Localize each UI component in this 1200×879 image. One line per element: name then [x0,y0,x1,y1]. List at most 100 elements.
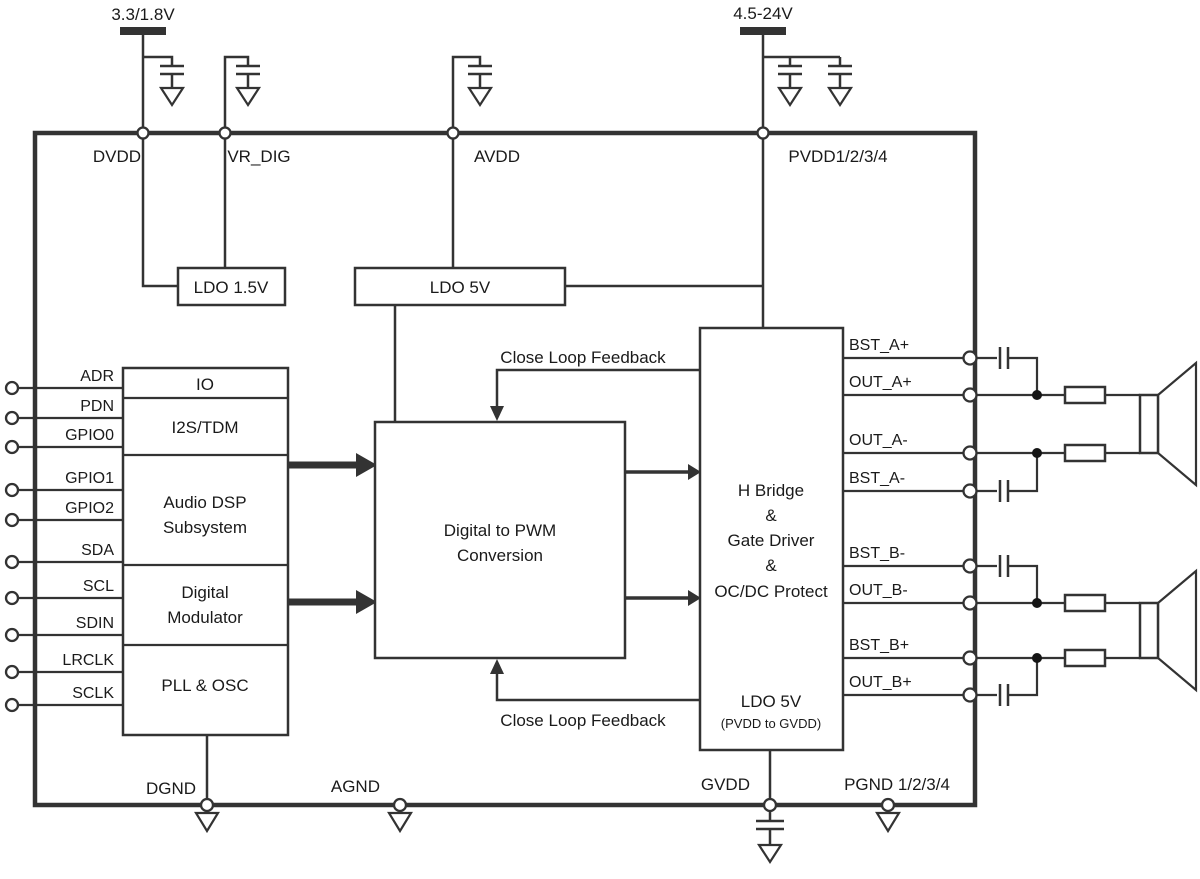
dgnd-label: DGND [146,779,196,798]
supply-left-label: 3.3/1.8V [111,5,175,24]
junction-dot [1032,390,1042,400]
pin-label-out-a-minus: OUT_A- [849,432,908,449]
bst-a-minus-cap-wire [1008,453,1039,493]
ground-icon [194,811,220,834]
dvdd-cap-branch-wire [143,55,174,66]
left-pins: ADR PDN GPIO0 GPIO1 GPIO2 SDA SCL SDIN L… [4,368,123,713]
pin-port [4,439,20,455]
pin-port [4,380,20,396]
capacitor-plates [236,64,260,88]
feedback-top-label: Close Loop Feedback [500,348,666,367]
filter-resistor-icon [1063,648,1107,668]
pin-port [962,595,978,611]
filter-resistor-icon [1063,385,1107,405]
pin-label-bst-b-plus: BST_B+ [849,637,909,654]
i2s-tdm-section-label: I2S/TDM [171,418,238,437]
pin-label-sda: SDA [81,542,114,559]
ground-icon [387,811,413,834]
ground-icon [826,86,854,108]
ldo-5v-box [353,266,567,307]
pin-port [962,350,978,366]
capacitor-icon [234,64,262,108]
ground-pgnd: PGND 1/2/3/4 [844,775,950,834]
junction-dot [1032,448,1042,458]
dsp-to-pwm-arrow [288,453,377,477]
power-supply-left: 3.3/1.8V [111,5,186,133]
supply-right-label: 4.5-24V [733,4,793,23]
pwm-to-hbridge-arrow-bottom [625,590,701,606]
power-supply-right: 4.5-24V [733,4,854,133]
pin-label-bst-a-minus: BST_A- [849,470,905,487]
pin-port [4,512,20,528]
bst-b-minus-cap-wire [1008,564,1039,603]
pgnd-node [880,797,896,813]
pin-port [962,445,978,461]
ground-agnd: AGND [331,777,413,834]
output-filter-a [977,347,1198,502]
pin-port [962,558,978,574]
pin-label-out-b-minus: OUT_B- [849,582,908,599]
bootstrap-capacitor-icon [998,480,1010,502]
pin-port [4,554,20,570]
modulator-to-pwm-arrow [288,590,377,614]
hbridge-block: H Bridge & Gate Driver & OC/DC Protect L… [698,326,845,752]
pin-port [962,483,978,499]
junction-dot [1032,653,1042,663]
pin-label-gpio1: GPIO1 [65,470,114,487]
pwm-conversion-block: Digital to PWM Conversion [373,420,627,660]
ldo-1v5-label: LDO 1.5V [194,278,269,297]
hbridge-label-line4: & [765,556,777,575]
io-section-label: IO [196,375,214,394]
hbridge-label-line1: H Bridge [738,481,804,500]
pin-label-bst-b-minus: BST_B- [849,545,905,562]
capacitor-plates [468,64,492,88]
pin-label-sdin: SDIN [76,615,114,632]
feedback-top: Close Loop Feedback [490,348,700,421]
hbridge-ldo-sublabel: (PVDD to GVDD) [721,716,821,731]
capacitor-icon [756,811,784,845]
vrdig-node [218,126,232,140]
feedback-bottom-wire [495,674,700,702]
ground-icon [875,811,901,834]
out-b-plus-cap-wire [1008,658,1039,697]
bootstrap-capacitor-icon [998,684,1010,706]
hbridge-box [698,326,845,752]
pvdd-node [756,126,770,140]
pin-port [962,650,978,666]
ground-gvdd: GVDD [701,750,784,865]
pin-label-gpio0: GPIO0 [65,427,114,444]
hbridge-label-line3: Gate Driver [728,531,815,550]
right-pins: BST_A+ OUT_A+ OUT_A- BST_A- BST_B- OUT_B… [843,337,978,703]
agnd-label: AGND [331,777,380,796]
modulator-section-label-line2: Modulator [167,608,243,627]
supply-rail-icon [740,27,786,35]
vrdig-label: VR_DIG [227,147,290,166]
ldo-5v-label: LDO 5V [430,278,491,297]
digital-core-box [121,366,290,737]
pin-label-pdn: PDN [80,398,114,415]
output-filter-b [977,555,1198,706]
dvdd-label: DVDD [93,147,141,166]
capacitor-icon [826,57,854,108]
dvdd-to-ldo15-wire [141,133,178,288]
speaker-horn [1156,568,1198,693]
capacitor-plates [828,57,852,88]
ground-icon [158,86,186,108]
filter-resistor-icon [1063,593,1107,613]
capacitor-icon [158,64,186,108]
ground-icon [234,86,262,108]
avdd-decoupling [451,55,494,133]
hbridge-label-line5: OC/DC Protect [714,582,828,601]
agnd-node [392,797,408,813]
pin-port [4,664,20,680]
arrowhead-icon [688,464,701,480]
pin-label-bst-a-plus: BST_A+ [849,337,909,354]
pin-port [4,590,20,606]
pgnd-label: PGND 1/2/3/4 [844,775,950,794]
ground-icon [466,86,494,108]
dvdd-node [136,126,150,140]
pin-port [962,387,978,403]
pin-port [4,482,20,498]
